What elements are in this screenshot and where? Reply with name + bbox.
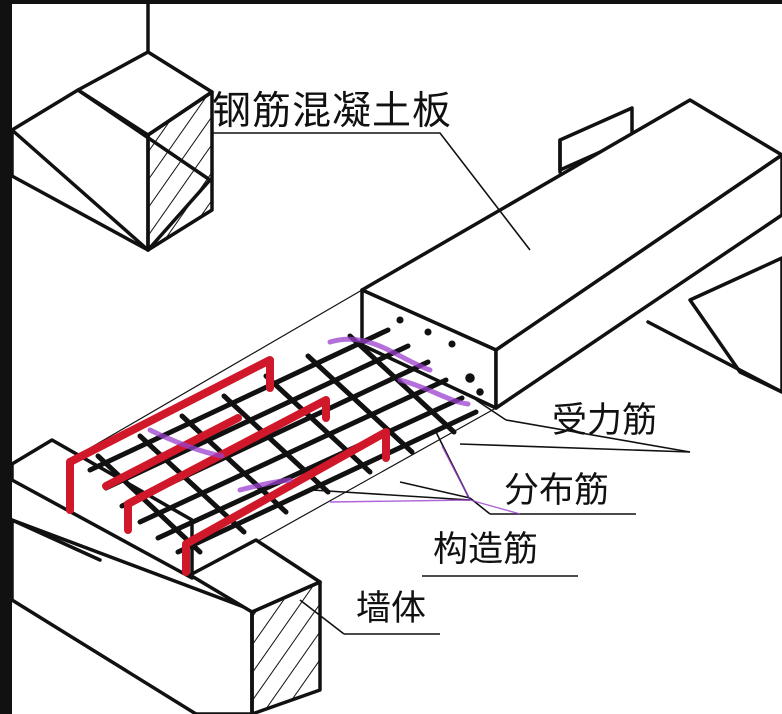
- left-frame-bar: [0, 0, 12, 714]
- main-bars: [95, 333, 457, 555]
- construction-bars: [66, 356, 390, 576]
- leader-main-underline: [459, 443, 691, 453]
- front-wall: [10, 438, 322, 714]
- distribution-bars: [87, 327, 479, 555]
- label-construction-rebar: 构造筋: [433, 530, 539, 570]
- label-reinforced-concrete-slab: 钢筋混凝土板: [212, 89, 453, 134]
- rebar-highlights: [147, 336, 471, 493]
- label-wall: 墙体: [356, 589, 427, 629]
- leader-slab: [212, 132, 531, 251]
- label-main-rebar: 受力筋: [552, 401, 658, 441]
- upper-left-beam: [10, 0, 214, 252]
- label-distribution-rebar: 分布筋: [504, 471, 610, 511]
- top-frame-bar: [0, 0, 782, 4]
- back-right-beam: [558, 106, 782, 394]
